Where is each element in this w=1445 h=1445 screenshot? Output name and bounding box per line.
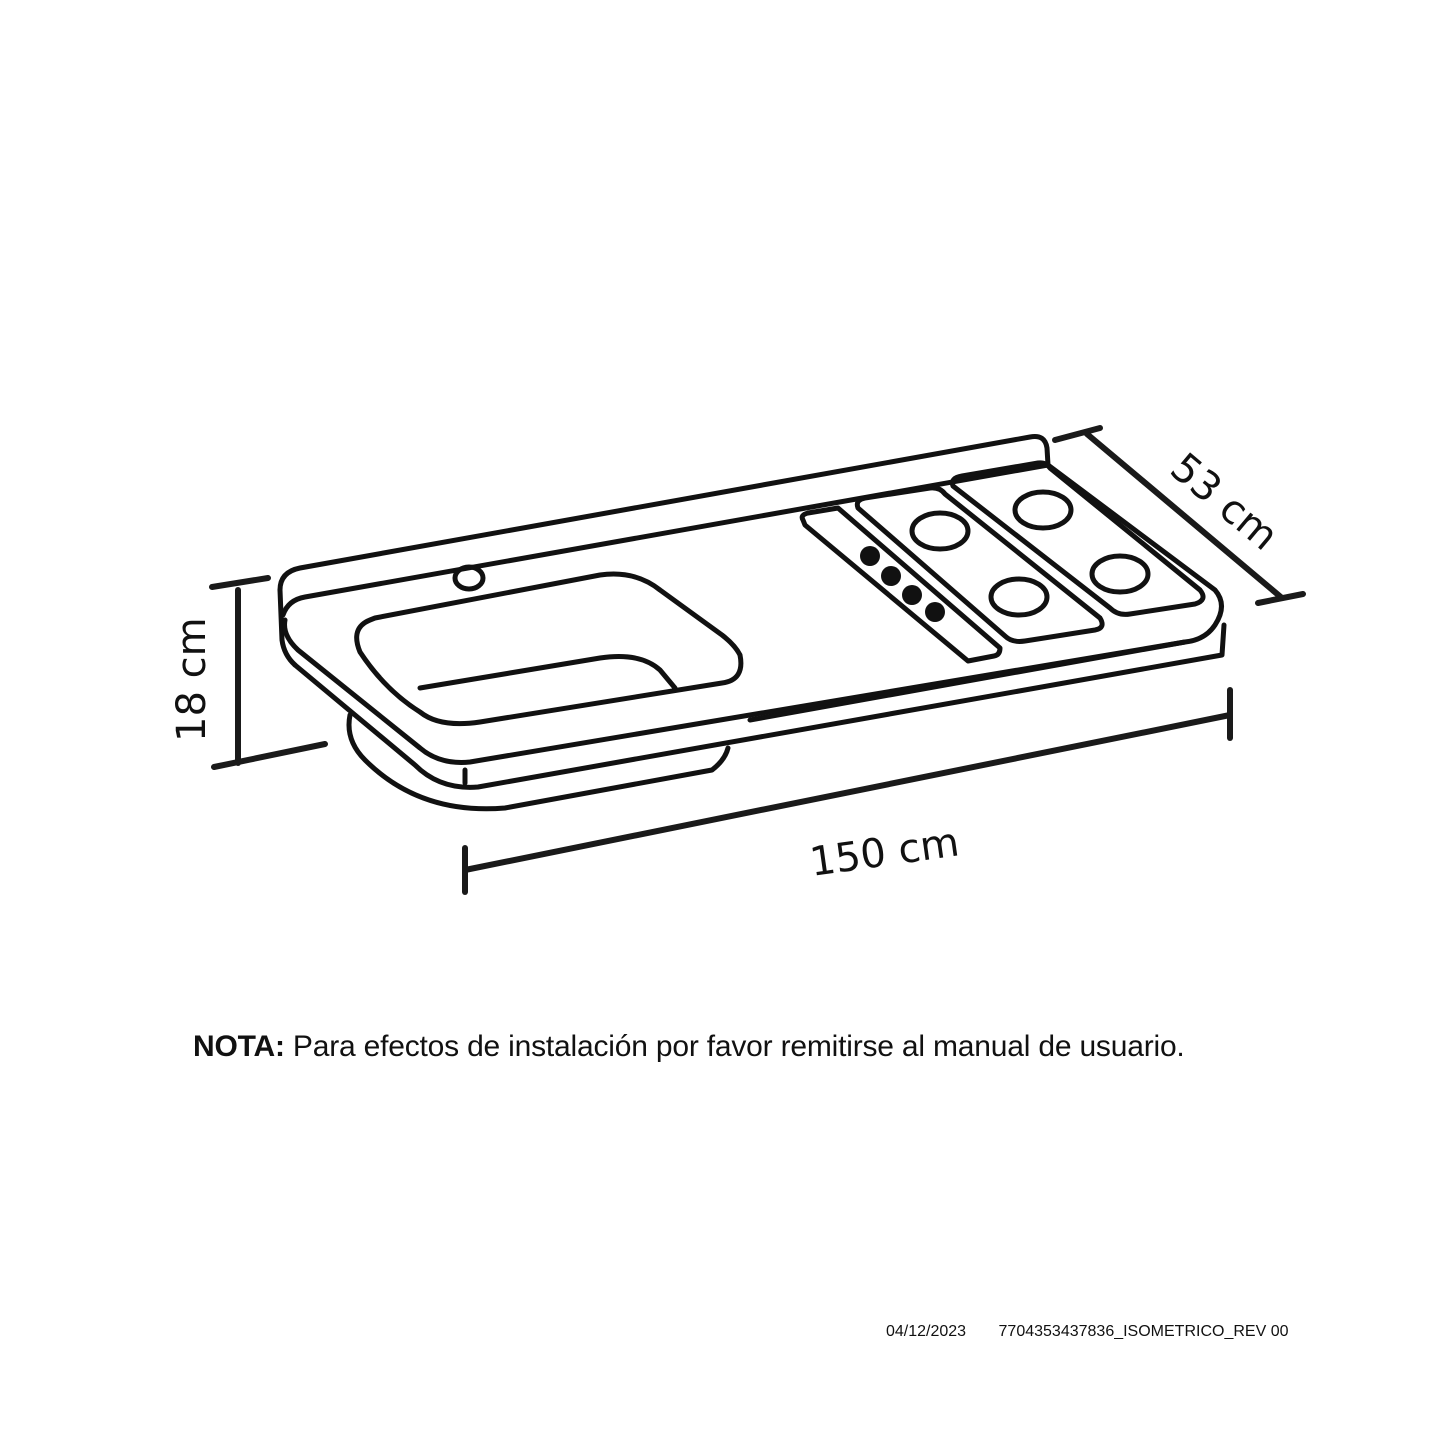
control-knob-3 [902, 585, 922, 605]
dimension-width-label: 150 cm [807, 819, 962, 885]
burner-2 [988, 576, 1050, 618]
installation-note: NOTA: Para efectos de instalación por fa… [193, 1030, 1185, 1064]
note-text: Para efectos de instalación por favor re… [292, 1030, 1185, 1063]
burner-1 [909, 510, 971, 552]
burner-3 [1012, 489, 1074, 531]
control-knob-2 [881, 566, 901, 586]
burner-4 [1089, 553, 1151, 595]
document-footer: 04/12/2023 7704353437836_ISOMETRICO_REV … [886, 1323, 1288, 1341]
dimension-height-label: 18 cm [169, 617, 215, 742]
sink-underbowl [346, 712, 731, 812]
control-knob-4 [925, 602, 945, 622]
control-panel [799, 505, 1003, 664]
footer-document-code: 7704353437836_ISOMETRICO_REV 00 [998, 1323, 1289, 1340]
burner-grate-right [949, 460, 1206, 617]
dimension-depth-label: 53 cm [1162, 444, 1287, 559]
faucet-hole [452, 564, 486, 592]
control-knob-1 [860, 546, 880, 566]
sink-basin [354, 571, 744, 727]
note-label: NOTA: [193, 1030, 285, 1063]
burner-grate-left [854, 485, 1105, 644]
footer-date: 04/12/2023 [886, 1323, 967, 1340]
dimension-height: 18 cm [169, 575, 328, 770]
countertop-outline [277, 434, 1227, 790]
